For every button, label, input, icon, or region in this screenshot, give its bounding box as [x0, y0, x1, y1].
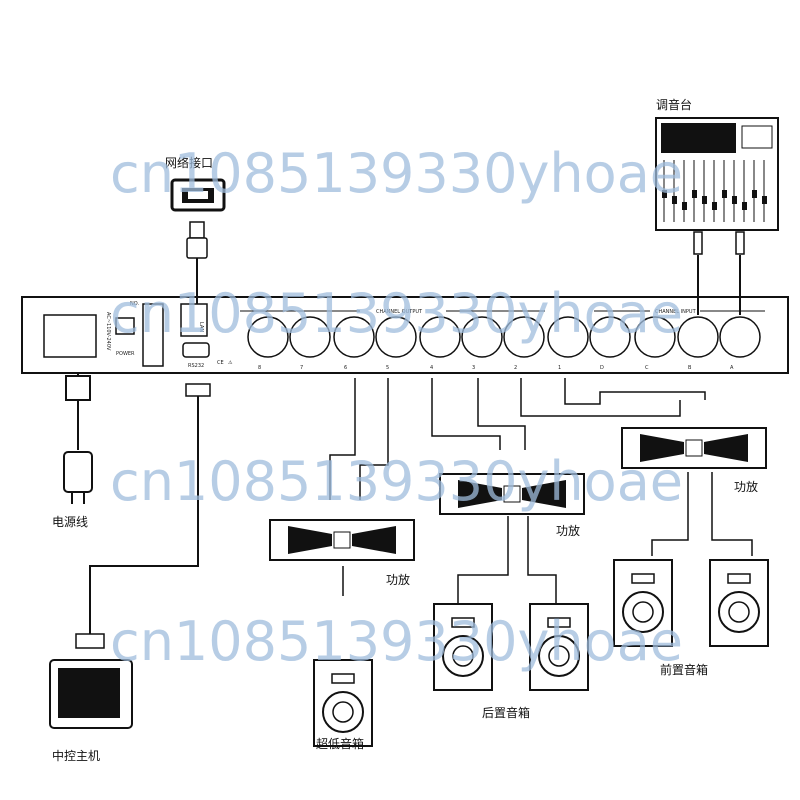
xlr-jack-2[interactable]: 2 — [503, 316, 545, 371]
jack-label: D — [600, 365, 604, 371]
xlr-jack-7[interactable]: 7 — [289, 316, 331, 371]
mixer-label: 调音台 — [656, 97, 692, 112]
xlr-jack-1[interactable]: 1 — [547, 316, 589, 371]
power-switch-label: POWER — [116, 351, 135, 357]
xlr-jack-4[interactable]: 4 — [419, 316, 461, 371]
amp-sub — [269, 519, 415, 561]
mixer: 调音台 — [655, 97, 779, 231]
jack-label: 5 — [386, 365, 389, 371]
rs232-label: RS232 — [188, 363, 204, 369]
xlr-jack-3[interactable]: 3 — [461, 316, 503, 371]
jack-label: C — [645, 365, 649, 371]
front-speakers-label: 前置音箱 — [660, 662, 708, 677]
jack-label: 3 — [472, 365, 475, 371]
jack-label: 2 — [514, 365, 517, 371]
amp-front — [621, 427, 767, 469]
network-port: 网络接口 — [165, 155, 226, 304]
output-header: CHANNEL OUTPUT — [376, 309, 423, 315]
xlr-jack-c[interactable]: C — [634, 316, 676, 371]
amplifiers — [269, 427, 767, 561]
xlr-jack-row: 8 7 6 5 4 3 2 1 D C B A — [247, 316, 761, 371]
front-speaker-left — [613, 559, 673, 647]
processor-unit: POWER AC~110V-240V NO. LAN RS232 CE ⚠ CH… — [21, 296, 789, 374]
watermark-3: cn1085139330yhoae — [110, 450, 683, 513]
subwoofer — [313, 659, 373, 747]
amp-rear — [439, 473, 585, 515]
input-header: CHANNEL INPUT — [655, 309, 697, 315]
serial-no-label: NO. — [130, 301, 139, 307]
rear-speakers-label: 后置音箱 — [482, 705, 530, 720]
xlr-jack-6[interactable]: 6 — [333, 316, 375, 371]
jack-label: B — [688, 365, 692, 371]
central-host-label: 中控主机 — [52, 748, 100, 763]
output-cables — [329, 378, 753, 604]
jack-label: A — [730, 365, 734, 371]
amp-front-label: 功放 — [734, 479, 758, 494]
central-host: 中控主机 — [49, 383, 211, 763]
jack-label: 4 — [430, 365, 433, 371]
front-speaker-right — [709, 559, 769, 647]
xlr-jack-b[interactable]: B — [677, 316, 719, 371]
xlr-jack-a[interactable]: A — [719, 316, 761, 371]
speakers — [313, 559, 769, 747]
subwoofer-label: 超低音箱 — [316, 736, 364, 751]
ac-voltage-label: AC~110V-240V — [105, 312, 111, 351]
xlr-jack-8[interactable]: 8 — [247, 316, 289, 371]
lan-port-label: LAN — [198, 322, 204, 332]
jack-label: 1 — [558, 365, 561, 371]
power-cord: 电源线 — [52, 373, 93, 529]
xlr-jack-5[interactable]: 5 — [375, 316, 417, 371]
jack-label: 8 — [258, 365, 261, 371]
xlr-jack-d[interactable]: D — [589, 316, 631, 371]
jack-label: 7 — [300, 365, 303, 371]
amp-rear-label: 功放 — [556, 523, 580, 538]
jack-label: 6 — [344, 365, 347, 371]
amp-sub-label: 功放 — [386, 572, 410, 587]
svg-text:⚠: ⚠ — [228, 360, 233, 366]
power-cord-label: 电源线 — [52, 515, 88, 529]
network-port-label: 网络接口 — [165, 155, 213, 170]
watermark-1: cn1085139330yhoae — [110, 142, 683, 205]
watermark-2: cn1085139330yhoae — [110, 282, 683, 345]
rear-speaker-left — [433, 603, 493, 691]
rear-speaker-right — [529, 603, 589, 691]
ce-mark: CE — [217, 360, 224, 366]
watermark-4: cn1085139330yhoae — [110, 610, 683, 673]
